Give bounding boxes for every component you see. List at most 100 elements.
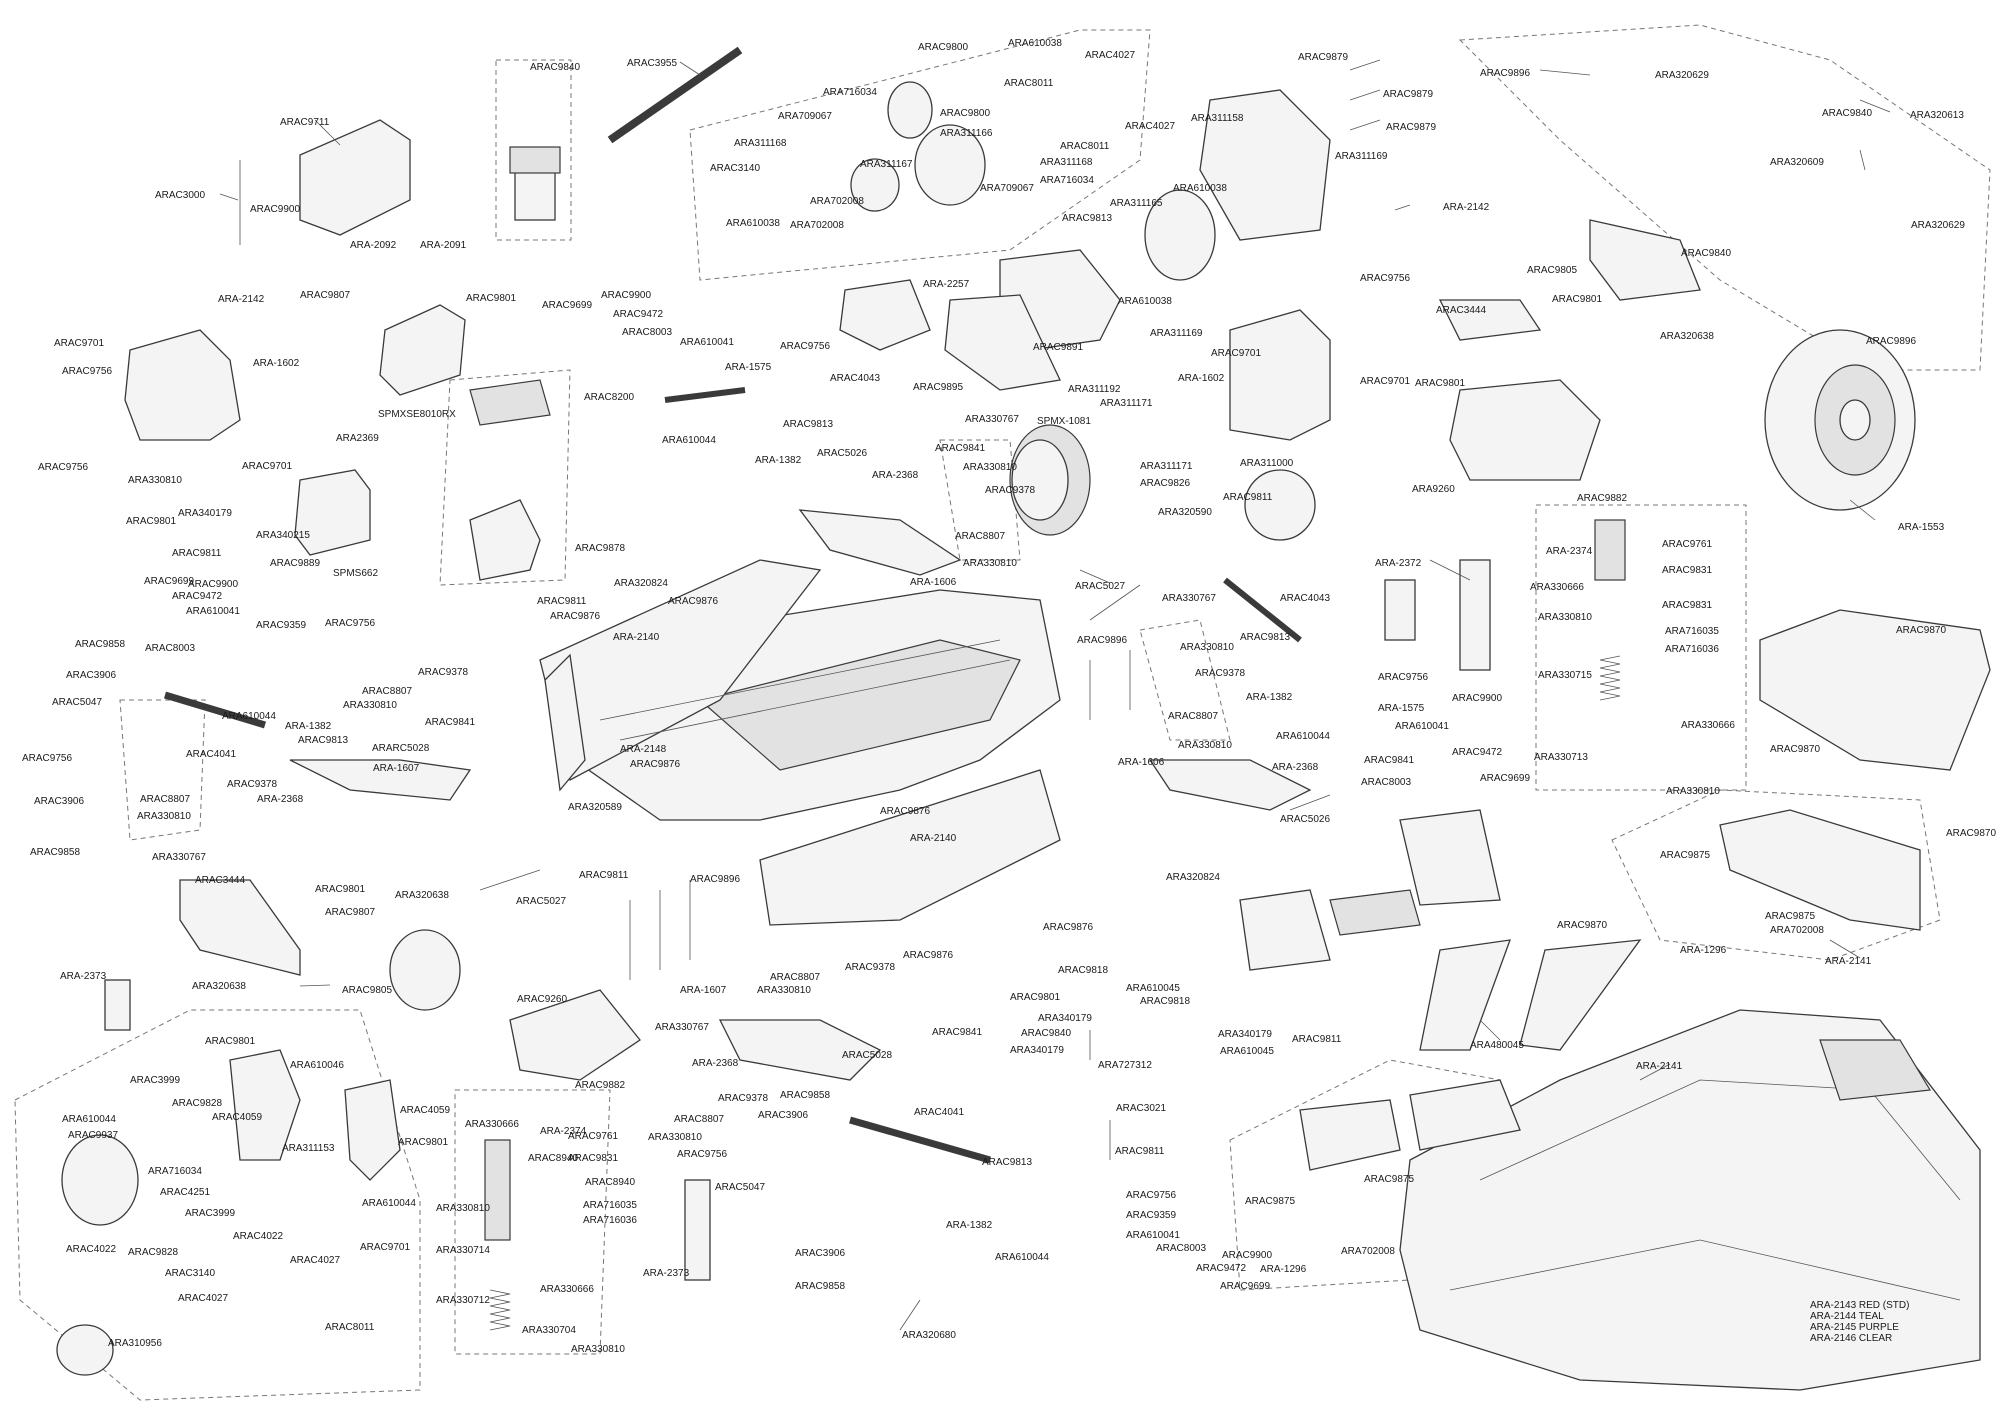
part-label[interactable]: ARA311168	[734, 138, 787, 149]
part-label[interactable]: SPMX-1081	[1037, 416, 1091, 427]
part-label[interactable]: ARA330810	[1538, 612, 1592, 623]
part-label[interactable]: ARAC9841	[1364, 755, 1415, 766]
part-label[interactable]: ARAC9876	[903, 950, 954, 961]
part-label[interactable]: ARAC9831	[568, 1153, 619, 1164]
part-label[interactable]: ARA-1575	[725, 362, 772, 373]
part-label[interactable]: ARA716034	[148, 1166, 202, 1177]
part-label[interactable]: ARA311153	[282, 1143, 335, 1154]
part-label[interactable]: ARAC5026	[817, 448, 868, 459]
part-label[interactable]: ARAC9876	[880, 806, 931, 817]
part-label[interactable]: ARAC4027	[178, 1293, 229, 1304]
part-label[interactable]: ARAC5028	[842, 1050, 893, 1061]
part-label[interactable]: ARA320589	[568, 802, 622, 813]
part-label[interactable]: ARAC9875	[1245, 1196, 1296, 1207]
part-label[interactable]: ARA-2142	[218, 294, 265, 305]
part-label[interactable]: ARA727312	[1098, 1060, 1152, 1071]
part-label[interactable]: ARAC4059	[212, 1112, 263, 1123]
part-label[interactable]: ARAC3906	[795, 1248, 846, 1259]
part-label[interactable]: ARA-1607	[680, 985, 727, 996]
part-label[interactable]: ARA330810	[963, 558, 1017, 569]
part-label[interactable]: ARA480045	[1470, 1040, 1524, 1051]
part-label[interactable]: ARAC4027	[290, 1255, 341, 1266]
part-label[interactable]: ARAC9801	[1552, 294, 1603, 305]
part-label[interactable]: ARAC9800	[940, 108, 991, 119]
part-label[interactable]: ARA-1575	[1378, 703, 1425, 714]
part-label[interactable]: ARA340179	[178, 508, 232, 519]
part-label[interactable]: ARAC9811	[537, 596, 587, 607]
part-label[interactable]: ARA-2091	[420, 240, 467, 251]
part-label[interactable]: ARA320680	[902, 1330, 956, 1341]
part-label[interactable]: ARAC9359	[1126, 1210, 1177, 1221]
part-label[interactable]: SPMXSE8010RX	[378, 409, 456, 420]
part-label[interactable]: ARAC9699	[144, 576, 195, 587]
part-label[interactable]: ARA610045	[1220, 1046, 1274, 1057]
part-label[interactable]: ARAC9875	[1364, 1174, 1415, 1185]
part-label[interactable]: ARAC9805	[342, 985, 393, 996]
part-label[interactable]: ARA-1553	[1898, 522, 1945, 533]
part-label[interactable]: ARA-2368	[692, 1058, 739, 1069]
part-label[interactable]: ARA709067	[980, 183, 1034, 194]
part-label[interactable]: ARAC9756	[325, 618, 376, 629]
part-label[interactable]: ARA610041	[186, 606, 240, 617]
part-label[interactable]: ARAC9876	[668, 596, 719, 607]
part-label[interactable]: ARA340215	[256, 530, 310, 541]
part-label[interactable]: ARA9260	[1412, 484, 1455, 495]
part-label[interactable]: ARA340179	[1010, 1045, 1064, 1056]
part-label[interactable]: ARAC8003	[1156, 1243, 1207, 1254]
part-label[interactable]: ARA716035	[583, 1200, 637, 1211]
part-label[interactable]: ARAC8807	[140, 794, 191, 805]
part-label[interactable]: ARAC9811	[1292, 1034, 1342, 1045]
part-label[interactable]: ARA330810	[963, 462, 1017, 473]
part-label[interactable]: ARA-2374	[540, 1126, 587, 1137]
part-label[interactable]: ARA320638	[395, 890, 449, 901]
part-label[interactable]: ARA610041	[680, 337, 734, 348]
part-label[interactable]: ARA330810	[757, 985, 811, 996]
part-label[interactable]: ARAC9882	[575, 1080, 626, 1091]
part-label[interactable]: ARAC9876	[630, 759, 681, 770]
part-label[interactable]: ARAC9828	[172, 1098, 223, 1109]
part-label[interactable]: ARA-1606	[910, 577, 957, 588]
part-label[interactable]: ARAC9813	[1240, 632, 1291, 643]
part-label[interactable]: ARAC9801	[1010, 992, 1061, 1003]
part-label[interactable]: ARAC9260	[517, 994, 568, 1005]
part-label[interactable]: ARAC9701	[1211, 348, 1262, 359]
part-label[interactable]: ARAC9807	[300, 290, 351, 301]
part-label[interactable]: ARA330810	[128, 475, 182, 486]
part-label[interactable]: ARAC9756	[677, 1149, 728, 1160]
part-label[interactable]: ARA320638	[1660, 331, 1714, 342]
part-label[interactable]: ARA320629	[1655, 70, 1709, 81]
part-label[interactable]: ARAC9378	[418, 667, 469, 678]
part-label[interactable]: ARA330810	[571, 1344, 625, 1355]
part-label[interactable]: ARAC9701	[54, 338, 105, 349]
part-label[interactable]: ARA702008	[1341, 1246, 1395, 1257]
part-label[interactable]: ARAC9840	[1021, 1028, 1072, 1039]
part-label[interactable]: ARA330666	[1530, 582, 1584, 593]
part-label[interactable]: ARAC8011	[1060, 141, 1110, 152]
part-label[interactable]: ARAC9826	[1140, 478, 1191, 489]
part-label[interactable]: ARA-2368	[257, 794, 304, 805]
part-label[interactable]: ARAC9756	[780, 341, 831, 352]
part-label[interactable]: ARA-2141	[1636, 1061, 1683, 1072]
part-label[interactable]: ARAC9870	[1896, 625, 1947, 636]
part-label[interactable]: ARAC5027	[516, 896, 567, 907]
part-label[interactable]: ARAC9841	[935, 443, 986, 454]
part-label[interactable]: ARAC9840	[530, 62, 581, 73]
part-label[interactable]: ARAC9878	[575, 543, 626, 554]
part-label[interactable]: ARAC4251	[160, 1187, 211, 1198]
part-label[interactable]: ARA709067	[778, 111, 832, 122]
part-label[interactable]: ARAC9378	[1195, 668, 1246, 679]
part-label[interactable]: ARAC9896	[1480, 68, 1531, 79]
part-label[interactable]: ARAC3906	[34, 796, 85, 807]
part-label[interactable]: ARAC9895	[913, 382, 964, 393]
part-label[interactable]: ARAC5026	[1280, 814, 1331, 825]
part-label[interactable]: ARAC5047	[715, 1182, 766, 1193]
part-label[interactable]: ARAC9756	[22, 753, 73, 764]
part-label[interactable]: ARA610044	[1276, 731, 1330, 742]
part-label[interactable]: ARA330810	[436, 1203, 490, 1214]
part-label[interactable]: ARAC4059	[400, 1105, 451, 1116]
part-label[interactable]: ARA330666	[465, 1119, 519, 1130]
part-label[interactable]: ARA610044	[662, 435, 716, 446]
part-label[interactable]: ARA-1602	[1178, 373, 1225, 384]
part-label[interactable]: ARAC9378	[985, 485, 1036, 496]
part-label[interactable]: ARAC9801	[398, 1137, 449, 1148]
